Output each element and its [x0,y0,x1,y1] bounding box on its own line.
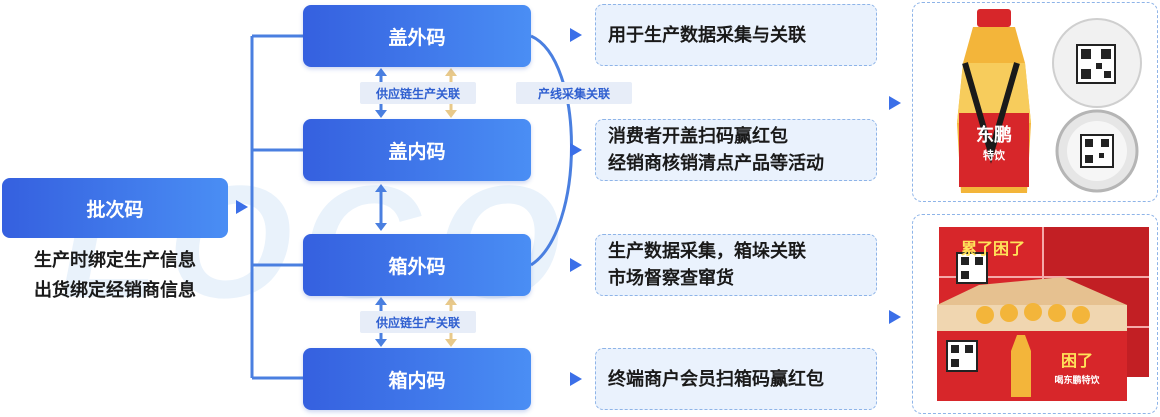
bottle-brand-text: 东鹏 [963,121,1025,147]
desc-line: 市场督察查窜货 [608,265,864,292]
bottle-photo: 东鹏 特饮 [912,2,1158,202]
desc-line: 经销商核销清点产品等活动 [608,150,864,177]
case-slogan-text: 喝东鹏特饮 [1037,373,1117,386]
desc-pointer-icon [570,143,582,157]
desc-line: 用于生产数据采集与关联 [608,22,864,49]
desc-pointer-icon [570,28,582,42]
code-label: 盖外码 [388,23,445,50]
desc-line: 生产数据采集，箱垛关联 [608,238,864,265]
bottle-illustration [913,3,1159,203]
code-label: 箱外码 [388,252,445,279]
batch-code-box: 批次码 [2,178,228,238]
desc-cap-outer: 用于生产数据采集与关联 [595,4,877,66]
double-arrow-icon [375,184,387,231]
case-brand-text: 累了困了 [945,235,1041,259]
case-photo: 累了困了 困了 喝东鹏特饮 [912,214,1158,414]
cap-outer-code-box: 盖外码 [303,5,531,67]
batch-note-1: 生产时绑定生产信息 [2,246,228,272]
desc-line: 消费者开盖扫码赢红包 [608,123,864,150]
cap-inner-code-box: 盖内码 [303,119,531,181]
bottle-sub-text: 特饮 [963,147,1025,163]
desc-pointer-icon [570,258,582,272]
code-label: 箱内码 [388,366,445,393]
batch-code-label: 批次码 [86,195,143,222]
desc-pointer-icon [570,372,582,386]
supply-chain-tag-1: 供应链生产关联 [360,82,476,104]
supply-chain-tag-2: 供应链生产关联 [360,311,476,333]
line-capture-tag: 产线采集关联 [516,82,632,104]
photo-pointer-icon [889,310,901,324]
code-label: 盖内码 [388,137,445,164]
desc-box-inner: 终端商户会员扫箱码赢红包 [595,348,877,410]
batch-note-2: 出货绑定经销商信息 [2,276,228,302]
box-inner-code-box: 箱内码 [303,348,531,410]
line-capture-curve [531,36,572,265]
desc-box-outer: 生产数据采集，箱垛关联 市场督察查窜货 [595,234,877,296]
box-outer-code-box: 箱外码 [303,234,531,296]
desc-cap-inner: 消费者开盖扫码赢红包 经销商核销清点产品等活动 [595,119,877,181]
desc-line: 终端商户会员扫箱码赢红包 [608,366,864,393]
photo-pointer-icon [889,96,901,110]
case-brand-small-text: 困了 [1037,347,1117,371]
bracket-line [252,36,303,378]
batch-pointer-icon [236,200,248,214]
